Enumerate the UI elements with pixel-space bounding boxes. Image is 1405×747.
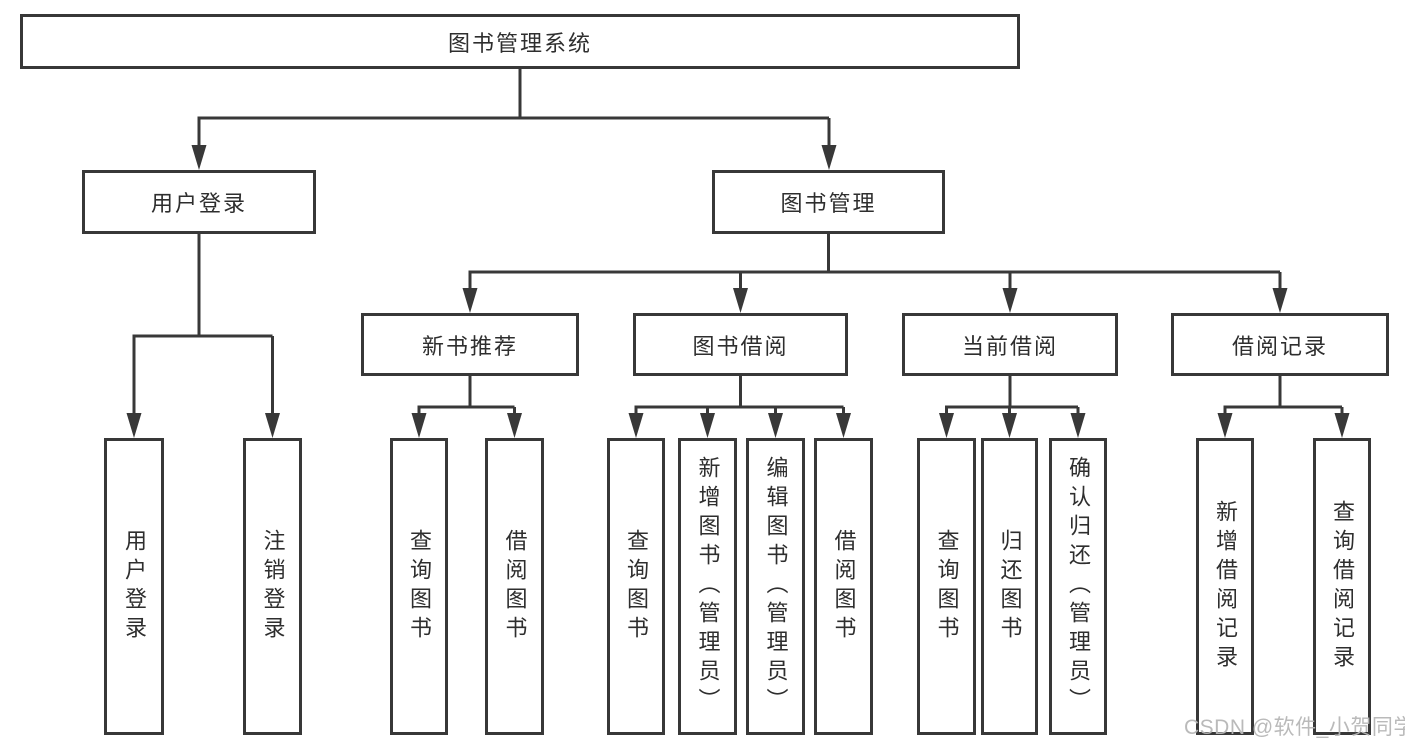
- node-label: 归还图书: [997, 528, 1023, 645]
- node-label: 新增图书（管理员）: [695, 456, 721, 717]
- node-label: 借阅记录: [1231, 333, 1328, 359]
- leaf-query-books-current: 查询图书: [917, 438, 976, 735]
- node-label: 新增借阅记录: [1213, 499, 1238, 674]
- node-current-borrowing: 当前借阅: [902, 313, 1118, 376]
- leaf-confirm-return-admin: 确认归还（管理员）: [1049, 438, 1107, 735]
- node-label: 新书推荐: [421, 333, 518, 359]
- node-new-book-recommendation: 新书推荐: [361, 313, 579, 376]
- node-label: 当前借阅: [961, 333, 1058, 359]
- node-book-borrowing: 图书借阅: [633, 313, 848, 376]
- node-label: 查询图书: [407, 528, 432, 645]
- node-label: 查询图书: [934, 528, 960, 645]
- leaf-query-books-recommend: 查询图书: [390, 438, 448, 735]
- node-borrowing-records: 借阅记录: [1171, 313, 1389, 376]
- node-label: 注销登录: [260, 528, 286, 645]
- leaf-logout: 注销登录: [243, 438, 302, 735]
- node-label: 编辑图书（管理员）: [763, 456, 789, 717]
- node-user-login: 用户登录: [82, 170, 316, 234]
- node-label: 图书管理系统: [447, 30, 592, 56]
- node-label: 确认归还（管理员）: [1066, 456, 1091, 717]
- leaf-edit-books-admin: 编辑图书（管理员）: [746, 438, 805, 735]
- node-label: 查询借阅记录: [1330, 499, 1355, 674]
- leaf-borrow-books-recommend: 借阅图书: [485, 438, 544, 735]
- leaf-borrow-books-borrowing: 借阅图书: [814, 438, 873, 735]
- leaf-user-login: 用户登录: [104, 438, 164, 735]
- leaf-add-books-admin: 新增图书（管理员）: [678, 438, 737, 735]
- leaf-query-borrow-record: 查询借阅记录: [1313, 438, 1371, 735]
- node-label: 图书管理: [780, 191, 877, 216]
- node-label: 借阅图书: [831, 528, 857, 645]
- leaf-query-books-borrowing: 查询图书: [607, 438, 665, 735]
- leaf-return-books: 归还图书: [981, 438, 1038, 735]
- node-library-management-system: 图书管理系统: [20, 14, 1020, 69]
- node-label: 查询图书: [624, 528, 649, 645]
- node-label: 借阅图书: [502, 528, 528, 645]
- node-label: 用户登录: [122, 528, 147, 645]
- leaf-add-borrow-record: 新增借阅记录: [1196, 438, 1254, 735]
- node-book-management: 图书管理: [712, 170, 945, 234]
- node-label: 图书借阅: [692, 333, 789, 359]
- watermark-text: CSDN @软件_小贺同学: [1184, 716, 1405, 739]
- node-label: 用户登录: [150, 191, 247, 216]
